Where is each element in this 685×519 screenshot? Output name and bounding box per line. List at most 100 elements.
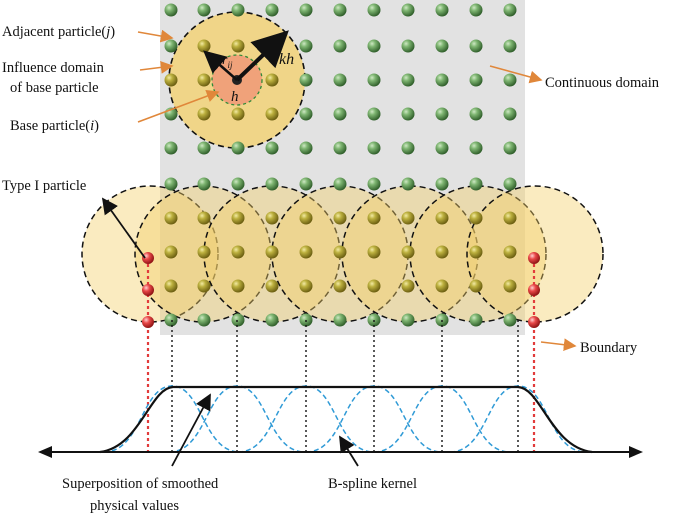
bspline-callout	[339, 435, 359, 467]
particle	[333, 313, 347, 327]
particle	[469, 279, 483, 293]
type-i-particle	[142, 316, 154, 328]
particle	[503, 245, 517, 259]
particle	[401, 313, 415, 327]
particle	[333, 279, 347, 293]
adjacent-particle-callout	[137, 29, 174, 43]
particle	[231, 177, 245, 191]
particle	[401, 245, 415, 259]
particle	[197, 141, 211, 155]
rij-symbol: rij	[222, 53, 233, 70]
particle	[469, 141, 483, 155]
particle	[265, 177, 279, 191]
superposition-label-line2: physical values	[90, 498, 179, 514]
superposition-label-line1: Superposition of smoothed	[62, 476, 219, 492]
type-i-particle-label: Type I particle	[2, 178, 86, 194]
influence-domain-callout	[139, 61, 174, 74]
particle	[503, 211, 517, 225]
particle	[231, 39, 245, 53]
particle	[401, 73, 415, 87]
particle	[401, 3, 415, 17]
particle	[197, 177, 211, 191]
particle	[197, 313, 211, 327]
particle	[164, 141, 178, 155]
particle	[503, 279, 517, 293]
particle	[367, 211, 381, 225]
particle	[333, 107, 347, 121]
kh-arrow	[235, 30, 289, 82]
kh-symbol: kh	[279, 51, 294, 68]
particle	[469, 39, 483, 53]
particle	[503, 141, 517, 155]
particle	[231, 141, 245, 155]
particle	[299, 73, 313, 87]
particle	[503, 39, 517, 53]
bspline-kernels	[103, 385, 587, 453]
h-symbol: h	[231, 89, 239, 105]
particle	[401, 279, 415, 293]
particle	[503, 107, 517, 121]
particle	[435, 107, 449, 121]
particle	[367, 3, 381, 17]
particle	[265, 279, 279, 293]
rij-subscript: ij	[227, 60, 233, 70]
particle	[197, 39, 211, 53]
type-i-particle	[528, 316, 540, 328]
particle	[401, 141, 415, 155]
particle	[265, 73, 279, 87]
particle	[333, 245, 347, 259]
particle	[299, 245, 313, 259]
particle	[401, 211, 415, 225]
particle	[469, 107, 483, 121]
particle	[435, 279, 449, 293]
superposition-callout	[171, 393, 211, 467]
base-particle-index: i	[90, 118, 94, 134]
particle	[197, 279, 211, 293]
particle	[435, 141, 449, 155]
particle	[401, 177, 415, 191]
particle	[503, 3, 517, 17]
particle	[503, 73, 517, 87]
particle	[164, 73, 178, 87]
particle	[333, 3, 347, 17]
particle	[265, 107, 279, 121]
particle	[299, 3, 313, 17]
particle	[469, 313, 483, 327]
influence-domain-label-line2: of base particle	[10, 80, 99, 96]
particle	[401, 107, 415, 121]
particle	[333, 177, 347, 191]
particle	[469, 177, 483, 191]
particle	[469, 211, 483, 225]
adjacent-particle-index: j	[104, 24, 110, 40]
particle	[367, 177, 381, 191]
particle	[231, 313, 245, 327]
base-particle-callout	[137, 89, 220, 123]
particle	[469, 3, 483, 17]
particle	[265, 141, 279, 155]
particle	[231, 279, 245, 293]
particle	[367, 107, 381, 121]
particle	[164, 279, 178, 293]
particle	[164, 211, 178, 225]
particle	[164, 245, 178, 259]
type-i-particle	[142, 252, 154, 264]
particle	[299, 177, 313, 191]
particle	[299, 39, 313, 53]
particle	[469, 245, 483, 259]
particle	[435, 177, 449, 191]
particle	[299, 107, 313, 121]
particle	[435, 39, 449, 53]
particle	[469, 73, 483, 87]
adjacent-particle-label: Adjacent particle(j)	[2, 24, 115, 40]
rij-arrow	[203, 50, 238, 81]
particle	[231, 3, 245, 17]
particle	[197, 3, 211, 17]
particle	[367, 279, 381, 293]
particle	[231, 107, 245, 121]
influence-domain-label-line1: Influence domain	[2, 60, 105, 76]
particle	[299, 279, 313, 293]
superposition-curve	[99, 385, 593, 454]
particle	[333, 73, 347, 87]
continuous-domain-callout	[489, 65, 543, 84]
